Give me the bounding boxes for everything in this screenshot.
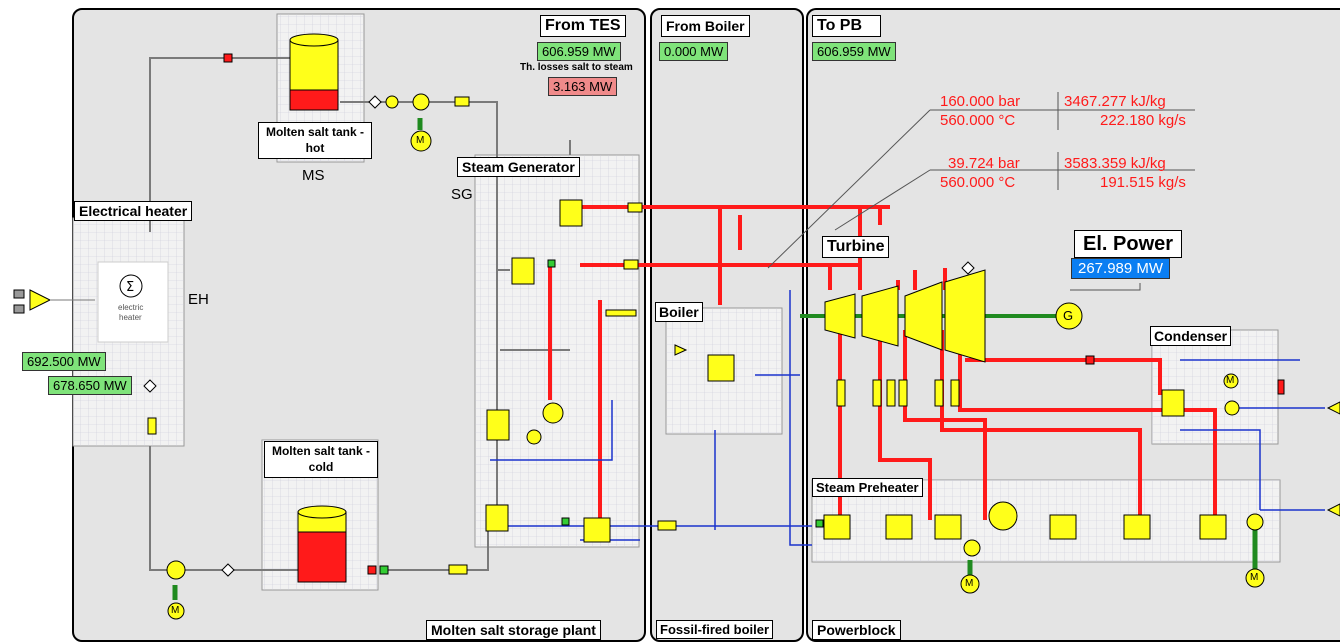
heater-input-value: 692.500 MW: [22, 352, 106, 371]
to-pb-label: To PB: [812, 15, 881, 37]
electric-heater-symbol: Σ: [98, 262, 168, 342]
from-tes-label: From TES: [540, 15, 626, 37]
from-boiler-label: From Boiler: [661, 15, 750, 37]
heater-text-1: electric: [118, 304, 143, 312]
state2-pressure: 39.724 bar: [948, 156, 1020, 171]
sg-label: SG: [451, 187, 473, 202]
state2-enthalpy: 3583.359 kJ/kg: [1064, 156, 1166, 171]
steam-generator-label: Steam Generator: [457, 157, 580, 177]
eh-label: EH: [188, 292, 209, 307]
thermal-losses-label: Th. losses salt to steam: [520, 63, 633, 73]
state2-temperature: 560.000 °C: [940, 175, 1015, 190]
motor-condenser-pump: M: [1226, 376, 1234, 386]
from-tes-value: 606.959 MW: [537, 42, 621, 61]
state1-pressure: 160.000 bar: [940, 94, 1020, 109]
hot-tank-text: Molten salt tank - hot: [263, 125, 367, 156]
boiler-footer: Fossil-fired boiler: [656, 620, 773, 639]
el-power-value: 267.989 MW: [1071, 258, 1170, 279]
state2-flow: 191.515 kg/s: [1100, 175, 1186, 190]
to-pb-value: 606.959 MW: [812, 42, 896, 61]
state1-flow: 222.180 kg/s: [1100, 113, 1186, 128]
motor-preheater-pump: M: [965, 579, 973, 589]
cold-tank-label: Molten salt tank - cold: [264, 441, 378, 478]
steam-preheater-label: Steam Preheater: [812, 478, 923, 497]
boiler-label: Boiler: [655, 302, 703, 322]
heater-text-2: heater: [119, 314, 142, 322]
cold-tank-text: Molten salt tank - cold: [269, 444, 373, 475]
electrical-heater-label: Electrical heater: [74, 201, 192, 221]
motor-hot-pump: M: [416, 136, 424, 146]
state1-temperature: 560.000 °C: [940, 113, 1015, 128]
powerblock-footer: Powerblock: [812, 620, 901, 640]
ms-label: MS: [302, 168, 325, 183]
from-boiler-value: 0.000 MW: [659, 42, 728, 61]
condenser-label: Condenser: [1150, 326, 1231, 346]
state1-enthalpy: 3467.277 kJ/kg: [1064, 94, 1166, 109]
storage-footer: Molten salt storage plant: [426, 620, 601, 640]
hot-tank-label: Molten salt tank - hot: [258, 122, 372, 159]
cold-tank: [298, 506, 346, 582]
preheater-outlet-arrow: [1328, 504, 1340, 516]
condenser-inlet-arrow: [1328, 402, 1340, 414]
motor-feed-pump: M: [1250, 573, 1258, 583]
heater-output-value: 678.650 MW: [48, 376, 132, 395]
turbine-label: Turbine: [822, 236, 889, 258]
svg-text:Σ: Σ: [126, 280, 134, 295]
generator-symbol: G: [1063, 309, 1073, 322]
hot-tank: [290, 34, 338, 110]
thermal-losses-value: 3.163 MW: [548, 77, 617, 96]
el-power-label: El. Power: [1074, 230, 1182, 258]
motor-cold-pump: M: [171, 606, 179, 616]
